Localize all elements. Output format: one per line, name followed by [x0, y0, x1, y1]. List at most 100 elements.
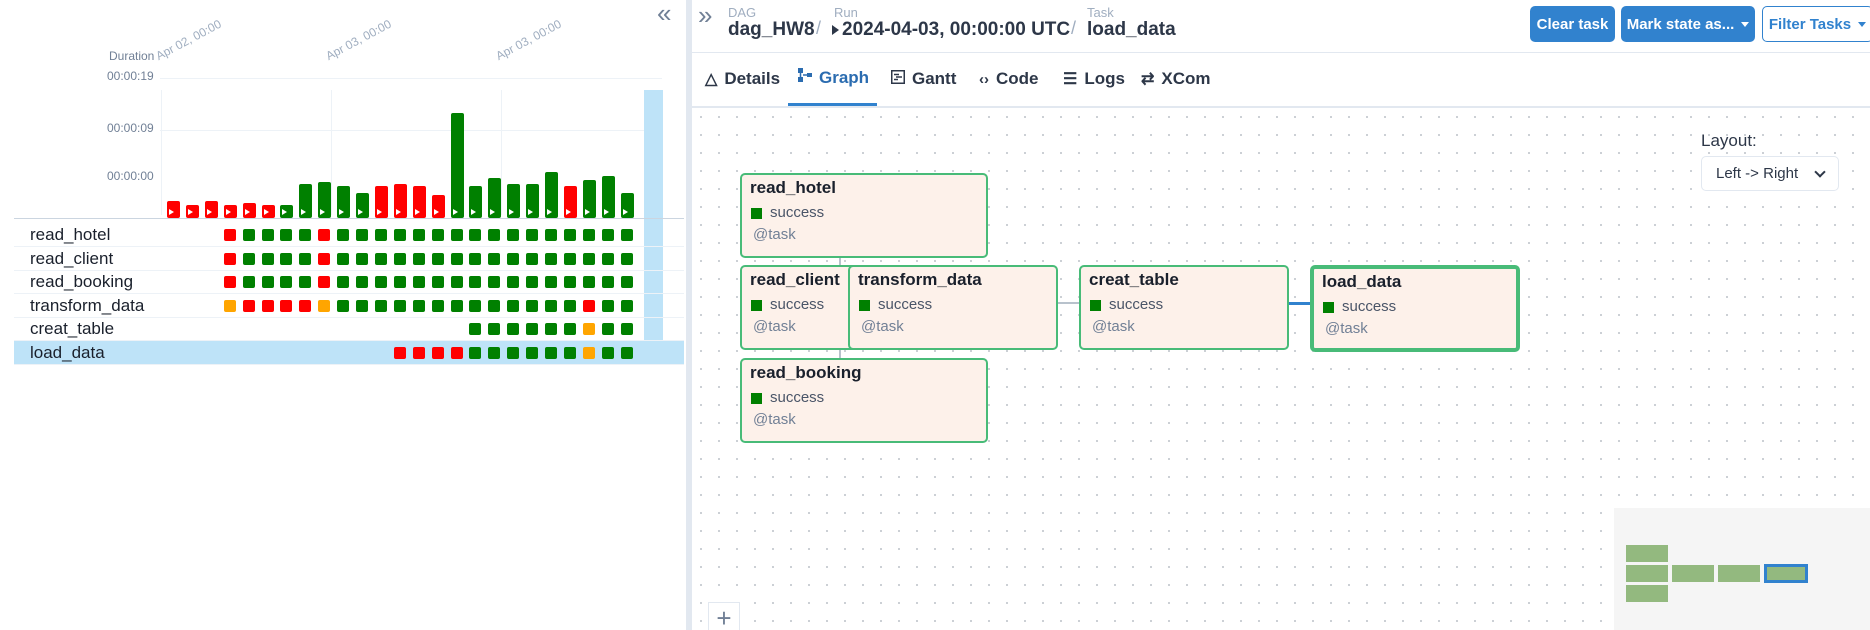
- task-instance-cell[interactable]: [374, 252, 387, 265]
- task-instance-cell[interactable]: [582, 299, 595, 312]
- duration-bar[interactable]: [526, 184, 540, 218]
- task-instance-cell[interactable]: [526, 276, 539, 289]
- task-instance-cell[interactable]: [507, 323, 520, 336]
- task-instance-cell[interactable]: [488, 252, 501, 265]
- task-instance-cell[interactable]: [601, 323, 614, 336]
- task-instance-cell[interactable]: [469, 276, 482, 289]
- task-instance-cell[interactable]: [563, 299, 576, 312]
- task-instance-cell[interactable]: [450, 229, 463, 241]
- task-instance-cell[interactable]: [545, 276, 557, 289]
- tab-code[interactable]: ‹›Code: [979, 52, 1054, 106]
- breadcrumb-dag[interactable]: DAG dag_HW8: [728, 6, 815, 41]
- tab-gantt[interactable]: Gantt: [891, 52, 971, 106]
- task-instance-cell[interactable]: [582, 347, 595, 359]
- task-instance-cell[interactable]: [412, 252, 425, 265]
- filter-tasks-button[interactable]: Filter Tasks: [1762, 6, 1870, 42]
- task-instance-cell[interactable]: [356, 276, 368, 289]
- duration-bar[interactable]: [242, 203, 256, 218]
- task-instance-cell[interactable]: [545, 252, 557, 265]
- task-instance-cell[interactable]: [261, 229, 274, 241]
- task-instance-cell[interactable]: [563, 323, 576, 336]
- task-instance-cell[interactable]: [318, 252, 331, 265]
- task-instance-cell[interactable]: [318, 229, 331, 241]
- task-instance-cell[interactable]: [374, 299, 387, 312]
- task-instance-cell[interactable]: [526, 347, 539, 359]
- task-instance-cell[interactable]: [280, 299, 293, 312]
- task-instance-cell[interactable]: [488, 323, 501, 336]
- duration-bar[interactable]: [393, 184, 407, 218]
- graph-minimap[interactable]: [1614, 508, 1870, 630]
- task-instance-cell[interactable]: [507, 299, 520, 312]
- task-instance-cell[interactable]: [601, 347, 614, 359]
- task-instance-cell[interactable]: [526, 252, 539, 265]
- task-row[interactable]: read_hotel: [14, 223, 684, 247]
- task-instance-cell[interactable]: [507, 252, 520, 265]
- task-row[interactable]: read_booking: [14, 270, 684, 295]
- task-instance-cell[interactable]: [563, 252, 576, 265]
- graph-node-load-data[interactable]: load_data success @task: [1310, 265, 1520, 352]
- task-instance-cell[interactable]: [223, 299, 236, 312]
- mark-state-button[interactable]: Mark state as...: [1621, 6, 1755, 42]
- duration-bar[interactable]: [299, 184, 313, 218]
- task-instance-cell[interactable]: [299, 229, 312, 241]
- duration-bar[interactable]: [337, 186, 351, 218]
- task-instance-cell[interactable]: [526, 299, 539, 312]
- task-instance-cell[interactable]: [620, 252, 633, 265]
- task-instance-cell[interactable]: [431, 229, 444, 241]
- duration-bar[interactable]: [280, 205, 294, 218]
- task-instance-cell[interactable]: [545, 299, 557, 312]
- task-instance-cell[interactable]: [318, 276, 331, 289]
- graph-node-transform-data[interactable]: transform_data success @task: [848, 265, 1058, 350]
- task-instance-cell[interactable]: [223, 276, 236, 289]
- task-instance-cell[interactable]: [507, 347, 520, 359]
- task-instance-cell[interactable]: [242, 299, 255, 312]
- expand-details-icon[interactable]: »: [698, 0, 713, 30]
- task-instance-cell[interactable]: [223, 229, 236, 241]
- task-instance-cell[interactable]: [393, 252, 406, 265]
- task-row[interactable]: creat_table: [14, 317, 684, 342]
- task-instance-cell[interactable]: [280, 229, 293, 241]
- breadcrumb-run[interactable]: Run 2024-04-03, 00:00:00 UTC: [832, 6, 1070, 41]
- task-instance-cell[interactable]: [318, 299, 331, 312]
- duration-bar[interactable]: [412, 186, 426, 218]
- tab-details[interactable]: △Details: [705, 52, 791, 106]
- task-instance-cell[interactable]: [545, 323, 557, 336]
- task-instance-cell[interactable]: [620, 299, 633, 312]
- task-instance-cell[interactable]: [299, 299, 312, 312]
- task-instance-cell[interactable]: [601, 299, 614, 312]
- task-instance-cell[interactable]: [374, 229, 387, 241]
- task-instance-cell[interactable]: [582, 323, 595, 336]
- task-instance-cell[interactable]: [412, 347, 425, 359]
- graph-node-read-booking[interactable]: read_booking success @task: [740, 358, 988, 443]
- task-instance-cell[interactable]: [393, 299, 406, 312]
- task-instance-cell[interactable]: [582, 229, 595, 241]
- task-instance-cell[interactable]: [507, 229, 520, 241]
- task-instance-cell[interactable]: [242, 276, 255, 289]
- task-instance-cell[interactable]: [545, 229, 557, 241]
- task-row[interactable]: load_data: [14, 341, 684, 365]
- task-instance-cell[interactable]: [412, 229, 425, 241]
- duration-bar[interactable]: [431, 195, 445, 218]
- breadcrumb-task[interactable]: Task load_data: [1087, 6, 1176, 41]
- task-instance-cell[interactable]: [620, 276, 633, 289]
- duration-bar[interactable]: [167, 201, 180, 218]
- task-instance-cell[interactable]: [393, 347, 406, 359]
- panel-resize-handle[interactable]: [686, 0, 692, 630]
- duration-bar[interactable]: [356, 193, 369, 218]
- task-instance-cell[interactable]: [469, 299, 482, 312]
- collapse-grid-icon[interactable]: «: [657, 0, 672, 28]
- task-instance-cell[interactable]: [242, 252, 255, 265]
- task-instance-cell[interactable]: [450, 276, 463, 289]
- tab-xcom[interactable]: ⇄XCom: [1141, 52, 1223, 106]
- duration-bar[interactable]: [261, 205, 275, 218]
- task-instance-cell[interactable]: [356, 252, 368, 265]
- duration-bar[interactable]: [507, 184, 521, 218]
- task-instance-cell[interactable]: [450, 252, 463, 265]
- task-row[interactable]: read_client: [14, 247, 684, 271]
- task-instance-cell[interactable]: [431, 276, 444, 289]
- duration-bar[interactable]: [223, 205, 237, 218]
- task-instance-cell[interactable]: [299, 276, 312, 289]
- task-instance-cell[interactable]: [469, 347, 482, 359]
- task-instance-cell[interactable]: [337, 229, 350, 241]
- graph-canvas[interactable]: read_hotel success @task read_client suc…: [692, 108, 1870, 630]
